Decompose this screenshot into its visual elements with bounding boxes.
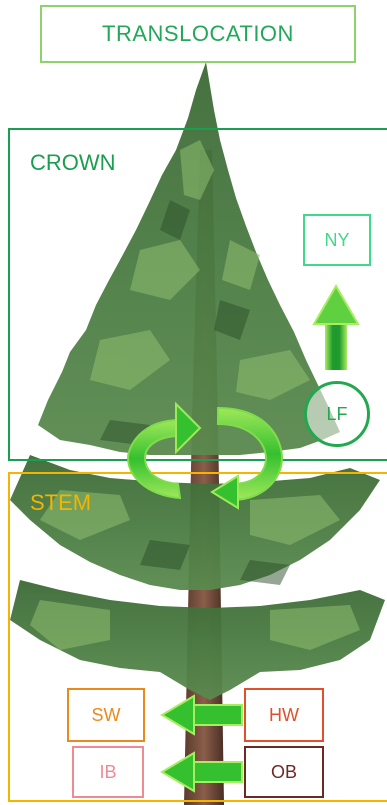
arrow-ob-to-ib: [160, 751, 243, 793]
ny-box: NY: [303, 214, 371, 266]
circular-arrow-right: [210, 406, 284, 510]
sw-box: SW: [67, 688, 145, 742]
foliage-highlights: [30, 140, 360, 650]
title-box: TRANSLOCATION: [40, 5, 356, 63]
hw-box: HW: [244, 688, 324, 742]
ny-label: NY: [324, 229, 350, 250]
hw-label: HW: [269, 704, 299, 725]
lf-circle: LF: [304, 381, 370, 447]
ob-box: OB: [244, 746, 324, 798]
up-arrow: [312, 284, 360, 370]
arrow-hw-to-sw: [160, 694, 243, 736]
crown-region: [8, 128, 387, 461]
lf-label: LF: [326, 403, 348, 424]
stem-label: STEM: [30, 490, 92, 515]
title-text: TRANSLOCATION: [102, 21, 294, 46]
sw-label: SW: [91, 704, 121, 725]
ib-label: IB: [99, 761, 117, 782]
stem-region: [8, 472, 387, 802]
ob-label: OB: [270, 761, 297, 782]
crown-label: CROWN: [30, 150, 116, 175]
ib-box: IB: [72, 746, 144, 798]
circular-arrow-left: [126, 401, 202, 500]
